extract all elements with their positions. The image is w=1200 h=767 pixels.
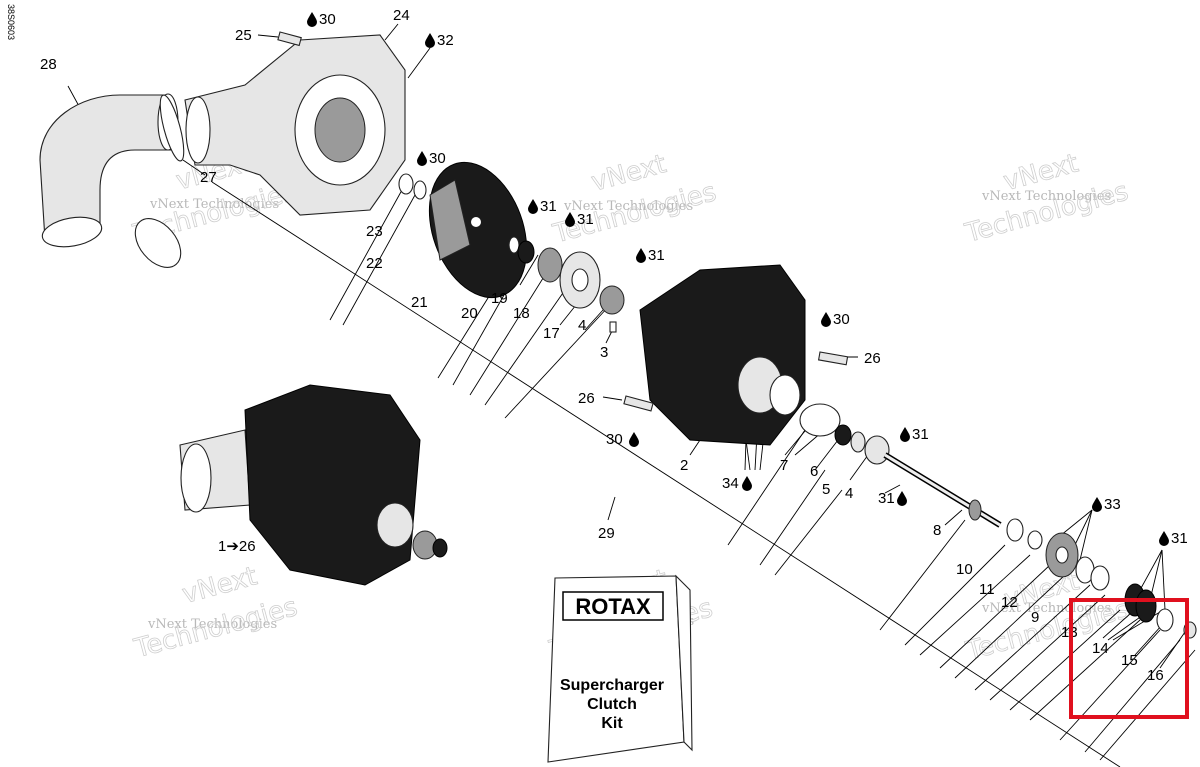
callout-2: 2: [680, 457, 688, 474]
highlight-box: [1069, 598, 1189, 719]
part-impeller: [428, 161, 528, 299]
callout-5: 5: [822, 481, 830, 498]
callout-20: 20: [461, 305, 478, 322]
document-code: 38S0603: [6, 4, 16, 40]
callout-9: 9: [1031, 609, 1039, 626]
part-clamp: [159, 94, 185, 162]
watermark-text: vNext: [588, 149, 669, 198]
callout-27: 27: [200, 169, 217, 186]
kit-label-line3: Kit: [601, 715, 623, 732]
watermark-text: vNext: [179, 561, 260, 610]
callout-8: 8: [933, 522, 941, 539]
part-bolt: [623, 351, 849, 412]
kit-brand-logo: ROTAX: [575, 594, 651, 619]
callout-4: 4: [578, 317, 586, 334]
callout-21: 21: [411, 294, 428, 311]
callout-31: 31: [912, 426, 929, 443]
callout-22: 22: [366, 255, 383, 272]
callout-labels: 28 25 30 24 32 27 30 31 31 31 23 22 21 2…: [40, 7, 1188, 684]
callout-16: 16: [1147, 667, 1164, 684]
part-main-housing: [639, 264, 806, 446]
watermark-text: vNext Technologies: [147, 617, 277, 632]
callout-33: 33: [1104, 496, 1121, 513]
callout-3: 3: [600, 344, 608, 361]
part-shaft: [883, 452, 1002, 528]
kit-label-line2: Clutch: [587, 696, 637, 713]
part-bearing: [799, 403, 890, 465]
callout-7: 7: [780, 457, 788, 474]
part-washer: [1075, 556, 1110, 591]
callout-31: 31: [577, 211, 594, 228]
callout-15: 15: [1121, 652, 1138, 669]
watermark-text: vNext Technologies: [563, 199, 693, 214]
callout-31: 31: [540, 198, 557, 215]
callout-29: 29: [598, 525, 615, 542]
callout-11: 11: [979, 581, 995, 598]
watermark-text: Technologies: [549, 177, 719, 249]
callout-6: 6: [810, 463, 818, 480]
callout-14: 14: [1092, 640, 1109, 657]
part-ring: [398, 173, 427, 200]
kit-label-line1: Supercharger: [560, 677, 664, 694]
callout-31: 31: [878, 490, 895, 507]
callout-34: 34: [722, 475, 739, 492]
callout-10: 10: [956, 561, 973, 578]
callout-30: 30: [606, 431, 623, 448]
callout-28: 28: [40, 56, 57, 73]
part-assembled-supercharger: [179, 384, 448, 586]
callout-23: 23: [366, 223, 383, 240]
part-washer: [508, 236, 625, 333]
callout-24: 24: [393, 7, 410, 24]
callout-4: 4: [845, 485, 853, 502]
watermark-text: vNext Technologies: [981, 601, 1111, 616]
part-ring: [1006, 518, 1043, 550]
callout-18: 18: [513, 305, 530, 322]
assembly-axis-line: [211, 181, 1121, 767]
callout-30: 30: [319, 11, 336, 28]
callout-26: 26: [864, 350, 881, 367]
callout-25: 25: [235, 27, 252, 44]
callout-26: 26: [578, 390, 595, 407]
callout-12: 12: [1001, 594, 1018, 611]
callout-31: 31: [648, 247, 665, 264]
callout-30: 30: [833, 311, 850, 328]
part-screw: [277, 31, 302, 47]
callout-31: 31: [1171, 530, 1188, 547]
callout-17: 17: [543, 325, 560, 342]
part-housing-cover: [184, 34, 406, 216]
watermark-text: vNext Technologies: [981, 189, 1111, 204]
part-gear: [1045, 532, 1079, 578]
watermark-text: vNext Technologies: [149, 197, 279, 212]
callout-19: 19: [491, 290, 508, 307]
clutch-kit-bag: ROTAX Supercharger Clutch Kit: [547, 574, 693, 763]
watermark-text: Technologies: [962, 177, 1132, 249]
callout-32: 32: [437, 32, 454, 49]
callout-1-to-26: 1➔26: [218, 538, 256, 555]
callout-30: 30: [429, 150, 446, 167]
